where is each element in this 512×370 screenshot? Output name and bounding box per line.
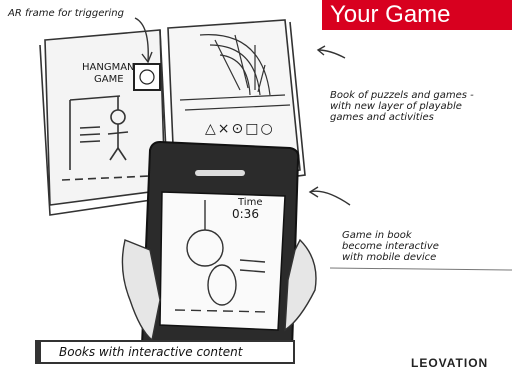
hangman-title-line1: HANGMAN [82, 62, 135, 73]
ar-marker-frame [134, 64, 160, 90]
phone-time-value: 0:36 [232, 209, 259, 220]
brand-name: LEOVATION [411, 356, 512, 369]
ar-frame-annotation: AR frame for triggering [8, 8, 124, 19]
hangman-title-line2: GAME [94, 74, 124, 85]
game-interactive-annotation: Game in book become interactive with mob… [342, 230, 439, 263]
annotation-underline [330, 268, 512, 270]
phone [142, 142, 299, 360]
puzzle-symbols: △×⊙□○ [205, 124, 275, 135]
page-title: Your Game [322, 0, 512, 30]
caption: Books with interactive content [35, 340, 295, 364]
book-puzzles-annotation: Book of puzzels and games - with new lay… [330, 90, 474, 123]
